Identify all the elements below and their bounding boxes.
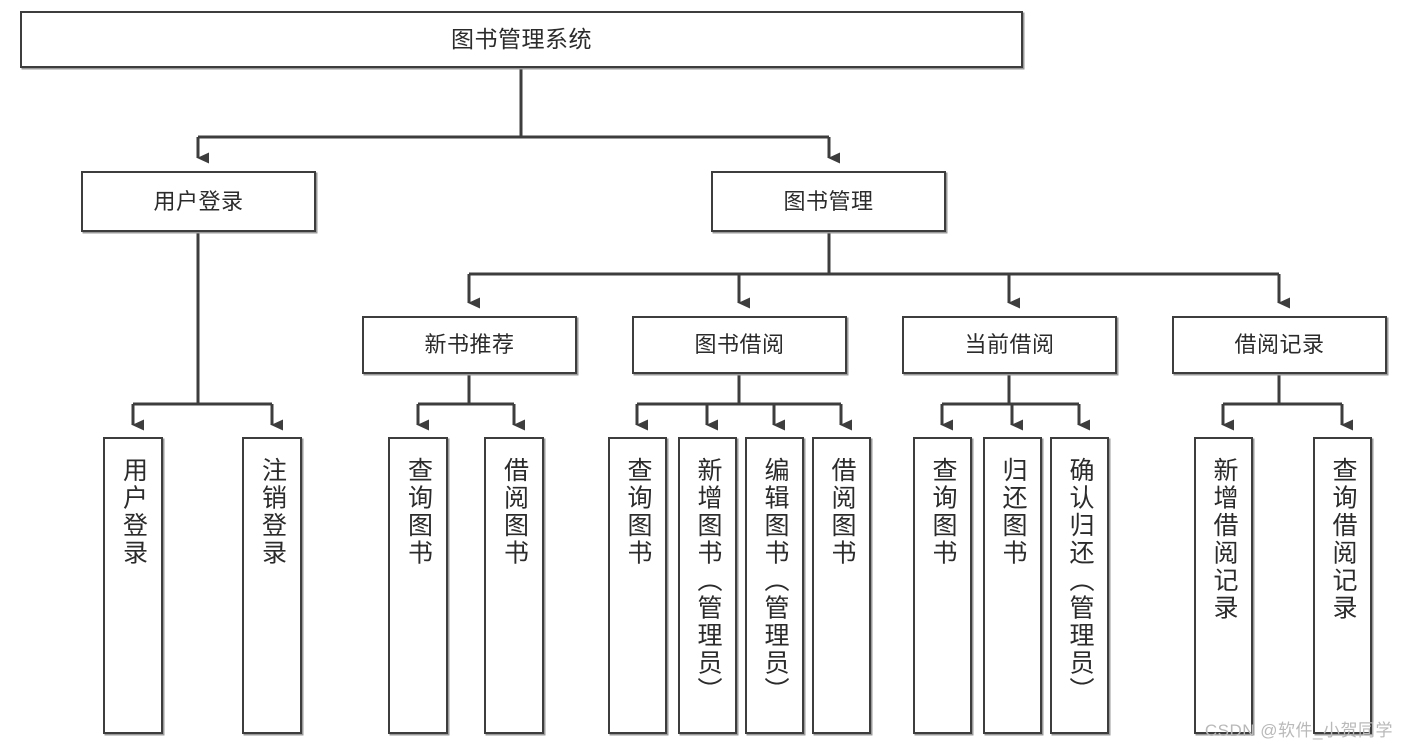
node-label: 图书管理系统 (451, 25, 592, 52)
node-user-login[interactable]: 用户登录 (81, 171, 316, 232)
leaf-query-book-current[interactable]: 查询图书 (913, 437, 972, 734)
leaf-query-book-recommend[interactable]: 查询图书 (388, 437, 448, 734)
node-label: 新增借阅记录 (1210, 457, 1238, 622)
node-label: 新增图书（管理员） (694, 457, 722, 705)
leaf-add-book-admin[interactable]: 新增图书（管理员） (678, 437, 737, 734)
node-label: 确认归还（管理员） (1066, 457, 1094, 705)
leaf-user-login[interactable]: 用户登录 (103, 437, 163, 734)
leaf-return-book[interactable]: 归还图书 (983, 437, 1042, 734)
node-label: 用户登录 (153, 188, 244, 214)
node-label: 借阅图书 (500, 457, 529, 567)
node-label: 借阅图书 (828, 457, 856, 567)
node-label: 注销登录 (258, 457, 287, 567)
node-label: 归还图书 (999, 457, 1027, 567)
node-label: 当前借阅 (964, 332, 1055, 358)
leaf-query-borrow-record[interactable]: 查询借阅记录 (1313, 437, 1372, 734)
node-label: 借阅记录 (1234, 332, 1325, 358)
leaf-borrow-book-recommend[interactable]: 借阅图书 (484, 437, 544, 734)
node-borrow-record[interactable]: 借阅记录 (1172, 316, 1387, 374)
node-book-management[interactable]: 图书管理 (711, 171, 946, 232)
node-label: 查询图书 (624, 457, 652, 567)
leaf-add-borrow-record[interactable]: 新增借阅记录 (1194, 437, 1253, 734)
leaf-query-book-borrow[interactable]: 查询图书 (608, 437, 667, 734)
node-label: 新书推荐 (424, 332, 515, 358)
node-label: 图书管理 (783, 188, 874, 214)
node-label: 编辑图书（管理员） (761, 457, 789, 705)
node-root-system[interactable]: 图书管理系统 (20, 11, 1023, 68)
leaf-confirm-return-admin[interactable]: 确认归还（管理员） (1050, 437, 1109, 734)
leaf-logout[interactable]: 注销登录 (242, 437, 302, 734)
leaf-edit-book-admin[interactable]: 编辑图书（管理员） (745, 437, 804, 734)
node-book-borrow[interactable]: 图书借阅 (632, 316, 847, 374)
leaf-borrow-book[interactable]: 借阅图书 (812, 437, 871, 734)
node-new-book-recommend[interactable]: 新书推荐 (362, 316, 577, 374)
node-label: 查询借阅记录 (1329, 457, 1357, 622)
node-current-borrow[interactable]: 当前借阅 (902, 316, 1117, 374)
watermark: CSDN @软件_小贺同学 (1204, 721, 1393, 740)
node-label: 用户登录 (119, 457, 148, 567)
node-label: 图书借阅 (694, 332, 785, 358)
node-label: 查询图书 (404, 457, 433, 567)
node-label: 查询图书 (929, 457, 957, 567)
